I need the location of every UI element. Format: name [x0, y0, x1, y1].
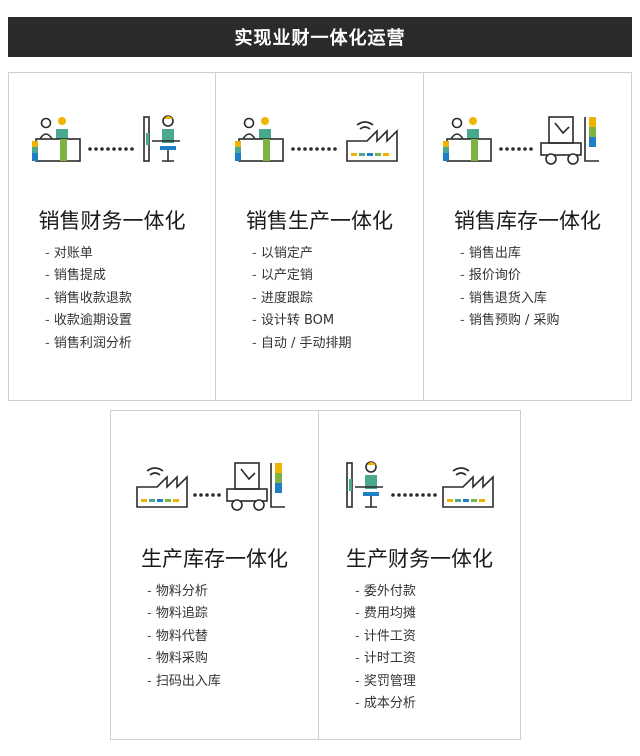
list-item: 成本分析	[355, 693, 416, 715]
list-item: 费用均摊	[355, 603, 416, 625]
card-production-finance: 生产财务一体化 委外付款 费用均摊 计件工资 计时工资 奖罚管理 成本分析	[318, 410, 521, 740]
factory-icon	[441, 467, 494, 508]
list-item: 计件工资	[355, 626, 416, 648]
list-item: 销售出库	[460, 243, 559, 265]
list-item: 销售退货入库	[460, 288, 559, 310]
list-item: 销售收款退款	[45, 288, 132, 310]
card-illustration	[424, 113, 631, 183]
list-item: 对账单	[45, 243, 132, 265]
list-item: 奖罚管理	[355, 671, 416, 693]
dotted-connector	[192, 493, 221, 497]
list-item: 物料追踪	[147, 603, 221, 625]
feature-list: 委外付款 费用均摊 计件工资 计时工资 奖罚管理 成本分析	[355, 581, 416, 715]
list-item: 委外付款	[355, 581, 416, 603]
list-item: 设计转 BOM	[252, 310, 351, 332]
sales-desk-icon	[442, 117, 492, 162]
feature-list: 销售出库 报价询价 销售退货入库 销售预购 / 采购	[460, 243, 560, 333]
card-illustration	[9, 113, 215, 183]
sales-desk-icon	[32, 117, 81, 162]
list-item: 收款逾期设置	[45, 310, 132, 332]
list-item: 报价询价	[460, 265, 559, 287]
banner-title: 实现业财一体化运营	[234, 28, 406, 49]
forklift-icon	[225, 462, 285, 511]
list-item: 物料采购	[147, 648, 221, 670]
dotted-connector	[498, 147, 533, 151]
dotted-connector	[390, 493, 437, 497]
card-sales-finance: 销售财务一体化 对账单 销售提成 销售收款退款 收款逾期设置 销售利润分析	[8, 72, 216, 401]
list-item: 销售利润分析	[45, 333, 132, 355]
accountant-icon	[143, 115, 180, 162]
feature-list: 对账单 销售提成 销售收款退款 收款逾期设置 销售利润分析	[45, 243, 132, 355]
list-item: 扫码出入库	[147, 671, 221, 693]
dotted-connector	[290, 147, 337, 151]
factory-icon	[135, 467, 188, 508]
list-item: 以产定销	[252, 265, 351, 287]
list-item: 物料代替	[147, 626, 221, 648]
list-item: 以销定产	[252, 243, 351, 265]
feature-list: 以销定产 以产定销 进度跟踪 设计转 BOM 自动 / 手动排期	[252, 243, 352, 355]
card-title: 销售生产一体化	[246, 209, 393, 233]
page-banner: 实现业财一体化运营	[8, 17, 632, 57]
card-title: 销售财务一体化	[38, 209, 186, 233]
list-item: 进度跟踪	[252, 288, 351, 310]
factory-icon	[345, 121, 398, 162]
card-title: 销售库存一体化	[454, 209, 601, 233]
list-item: 销售预购 / 采购	[460, 310, 560, 332]
card-sales-production: 销售生产一体化 以销定产 以产定销 进度跟踪 设计转 BOM 自动 / 手动排期	[215, 72, 424, 401]
card-sales-inventory: 销售库存一体化 销售出库 报价询价 销售退货入库 销售预购 / 采购	[423, 72, 632, 401]
card-production-inventory: 生产库存一体化 物料分析 物料追踪 物料代替 物料采购 扫码出入库	[110, 410, 319, 740]
list-item: 计时工资	[355, 648, 416, 670]
list-item: 物料分析	[147, 581, 221, 603]
feature-list: 物料分析 物料追踪 物料代替 物料采购 扫码出入库	[147, 581, 221, 693]
card-title: 生产财务一体化	[346, 547, 493, 571]
card-illustration	[216, 113, 423, 183]
dotted-connector	[88, 147, 134, 151]
card-title: 生产库存一体化	[141, 547, 288, 571]
sales-desk-icon	[234, 117, 284, 162]
list-item: 销售提成	[45, 265, 132, 287]
list-item: 自动 / 手动排期	[252, 333, 352, 355]
forklift-icon	[539, 116, 599, 165]
card-illustration	[319, 459, 520, 529]
accountant-icon	[345, 461, 383, 508]
card-illustration	[111, 459, 318, 529]
